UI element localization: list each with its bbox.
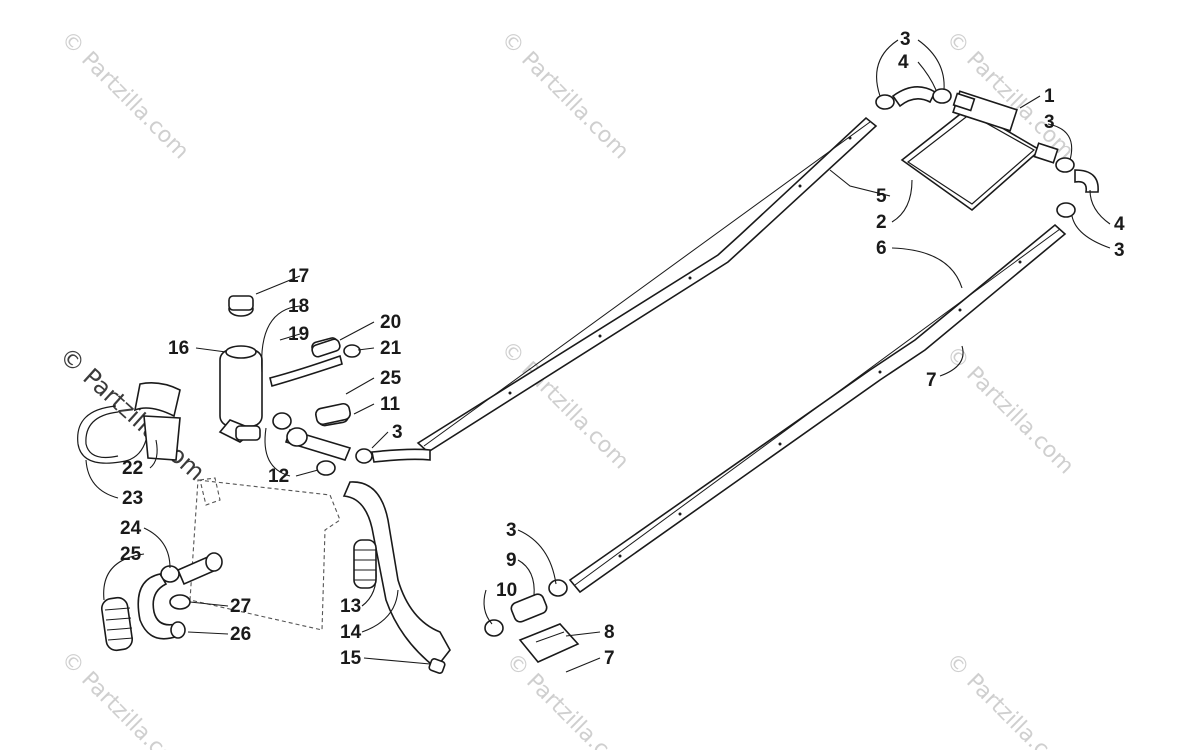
callout-4: 4 bbox=[898, 52, 909, 73]
heat-exchanger-panel bbox=[900, 90, 1059, 212]
callout-3: 3 bbox=[1044, 112, 1055, 133]
watermark: © Partzilla.com bbox=[56, 27, 194, 165]
callout-8: 8 bbox=[604, 622, 615, 643]
callout-1: 1 bbox=[1044, 86, 1055, 107]
watermark: © Partzilla.com bbox=[941, 342, 1079, 480]
callout-22: 22 bbox=[122, 458, 143, 479]
lower-left-hoses bbox=[101, 552, 223, 652]
callout-9: 9 bbox=[506, 550, 517, 571]
callout-14: 14 bbox=[340, 622, 362, 643]
watermark: © Partzilla.com bbox=[941, 649, 1079, 750]
strap-bracket bbox=[77, 382, 181, 464]
callout-21: 21 bbox=[380, 338, 402, 359]
upper-cooling-tube bbox=[416, 116, 878, 454]
callout-19: 19 bbox=[288, 324, 309, 345]
callout-7: 7 bbox=[604, 648, 615, 669]
callout-12: 12 bbox=[268, 466, 289, 487]
spring-small bbox=[311, 338, 341, 358]
callout-labels: 3 4 1 3 5 2 4 6 3 7 17 18 20 19 16 21 25… bbox=[120, 29, 1125, 669]
callout-24: 24 bbox=[120, 518, 142, 539]
callout-17: 17 bbox=[288, 266, 309, 287]
leader-lines bbox=[85, 39, 1111, 673]
watermark: © Partzilla.com bbox=[56, 647, 194, 750]
watermark: © Partzilla.com bbox=[501, 649, 639, 750]
coolant-reservoir bbox=[218, 295, 263, 443]
callout-7: 7 bbox=[926, 370, 937, 391]
callout-18: 18 bbox=[288, 296, 309, 317]
callout-11: 11 bbox=[380, 394, 401, 415]
spring bbox=[353, 539, 377, 589]
reservoir-hoses bbox=[269, 337, 431, 464]
callout-2: 2 bbox=[876, 212, 887, 233]
lower-cooling-tube bbox=[568, 223, 1067, 594]
callout-27: 27 bbox=[230, 596, 251, 617]
spring-upper bbox=[315, 402, 351, 426]
drain-hose bbox=[316, 460, 451, 674]
callout-25: 25 bbox=[120, 544, 142, 565]
callout-6: 6 bbox=[876, 238, 887, 259]
callout-23: 23 bbox=[122, 488, 143, 509]
watermark: © Partzilla.com bbox=[496, 27, 634, 165]
callout-15: 15 bbox=[340, 648, 362, 669]
lower-middle-fittings bbox=[484, 579, 580, 663]
callout-26: 26 bbox=[230, 624, 251, 645]
callout-13: 13 bbox=[340, 596, 361, 617]
callout-20: 20 bbox=[380, 312, 401, 333]
callout-3: 3 bbox=[1114, 240, 1125, 261]
callout-10: 10 bbox=[496, 580, 517, 601]
callout-3: 3 bbox=[506, 520, 517, 541]
callout-3: 3 bbox=[392, 422, 403, 443]
callout-16: 16 bbox=[168, 338, 189, 359]
callout-5: 5 bbox=[876, 186, 887, 207]
callout-4: 4 bbox=[1114, 214, 1125, 235]
top-elbow-assembly bbox=[875, 86, 1099, 218]
callout-25: 25 bbox=[380, 368, 402, 389]
callout-3: 3 bbox=[900, 29, 911, 50]
